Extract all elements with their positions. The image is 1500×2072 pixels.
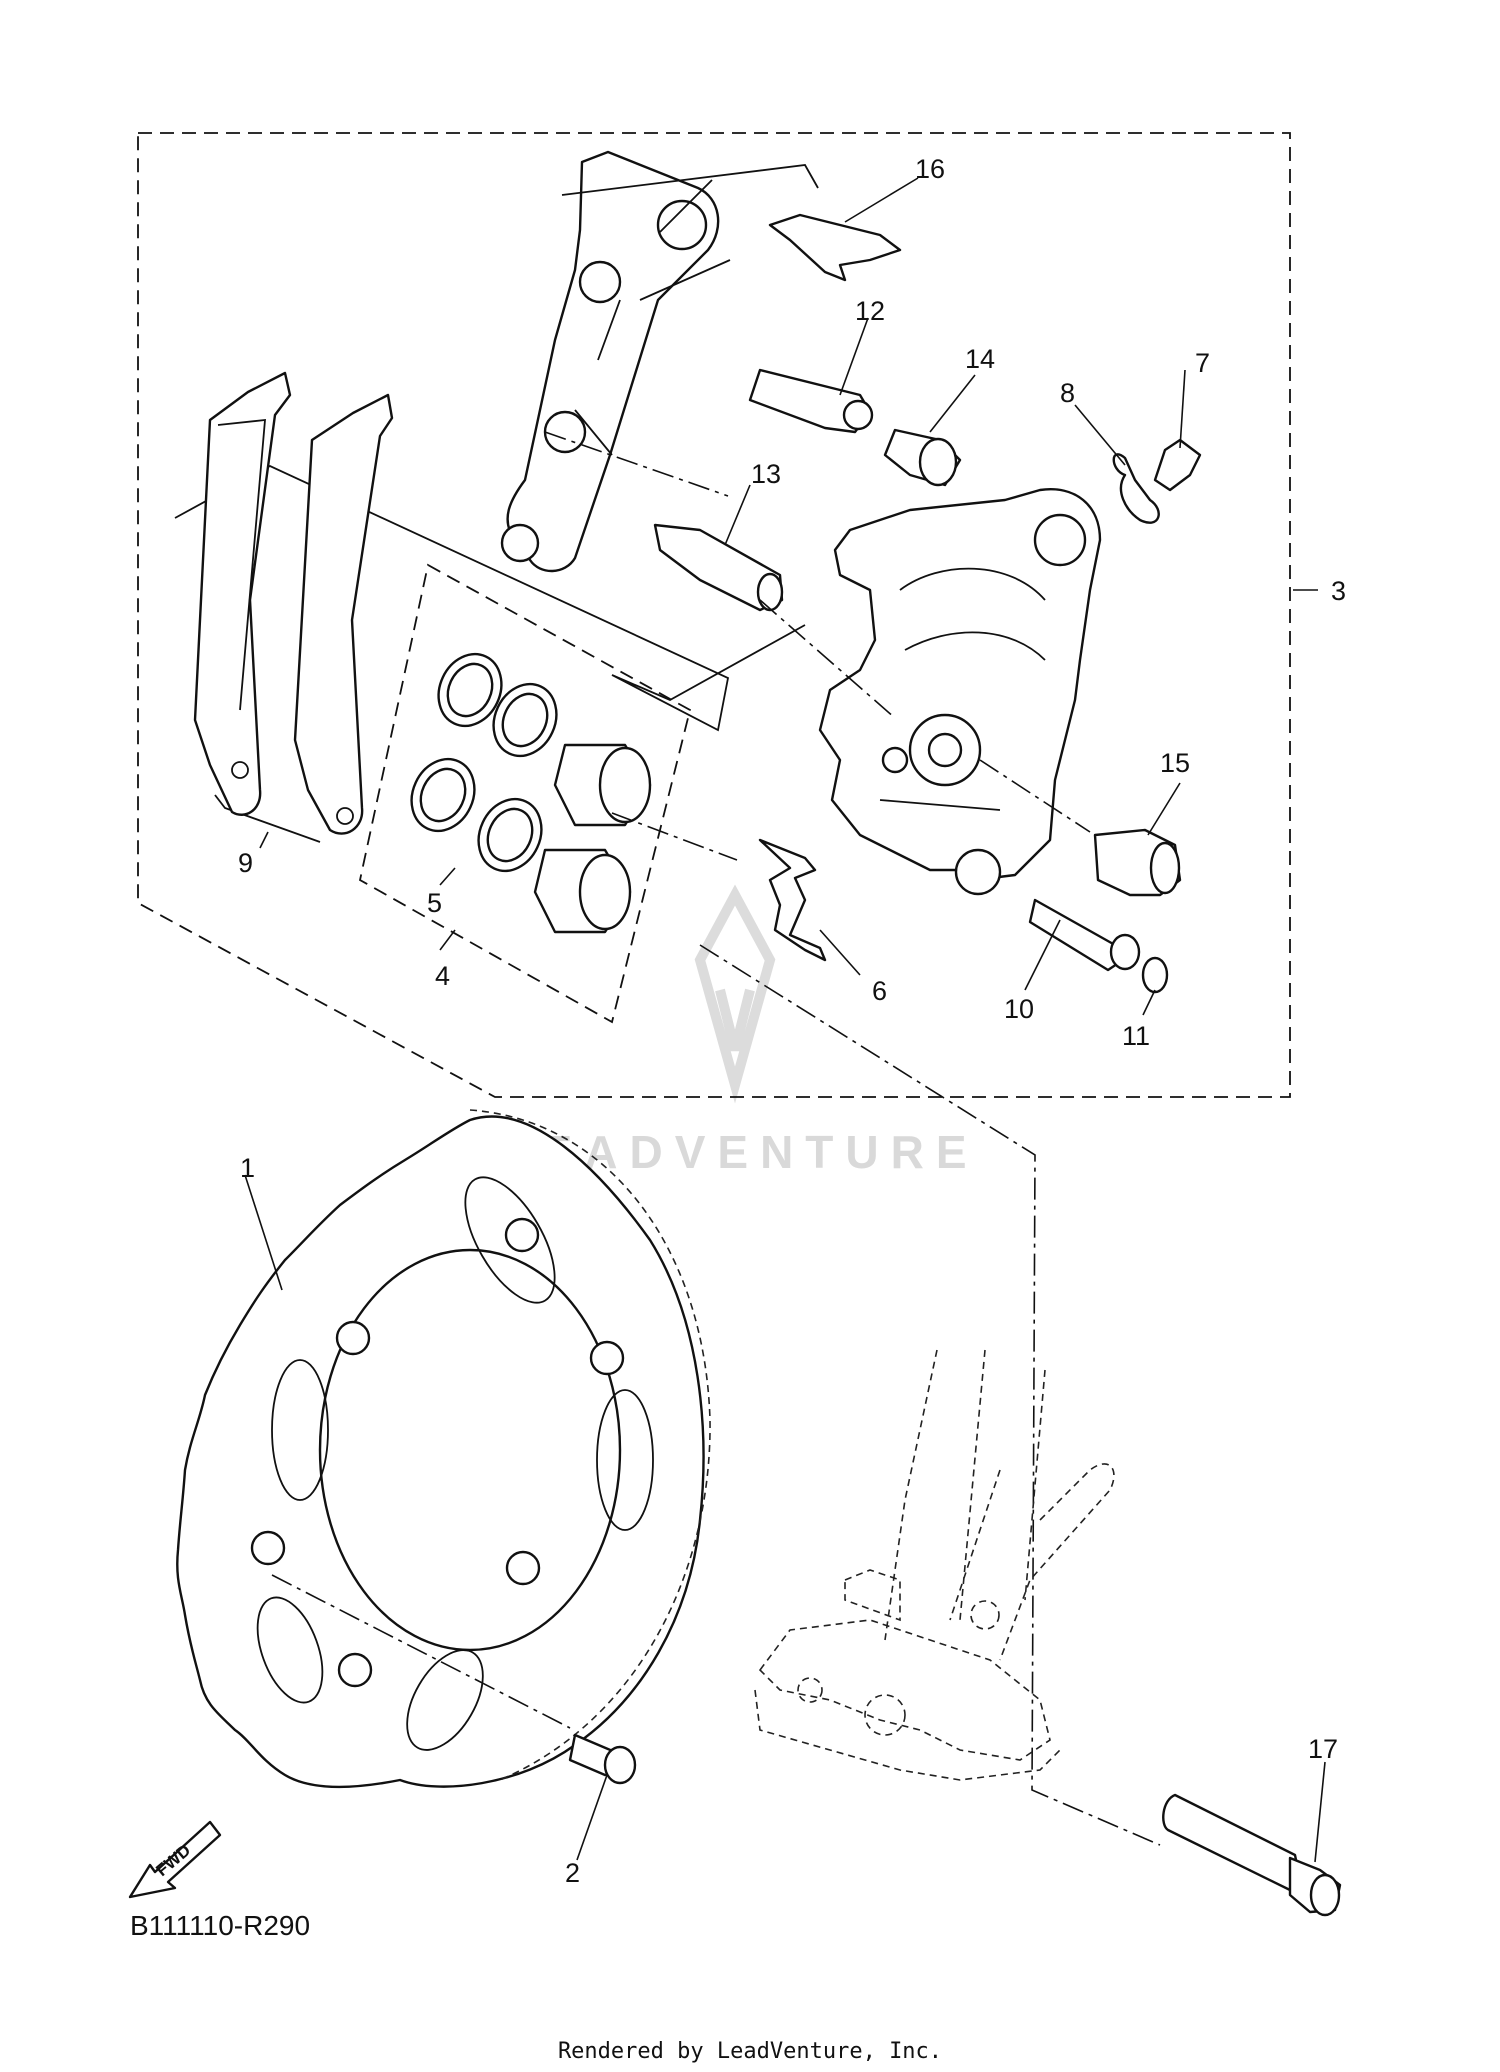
caliper-bracket bbox=[500, 150, 720, 573]
pad-spring bbox=[768, 213, 902, 282]
leader-lines bbox=[244, 177, 1326, 1863]
callout-labels: 1 2 3 4 5 6 7 8 9 10 11 12 13 14 15 16 1… bbox=[238, 154, 1346, 1888]
brake-disc bbox=[176, 1109, 711, 1789]
callout-11: 11 bbox=[1122, 1021, 1150, 1051]
disc-screw bbox=[568, 1733, 637, 1785]
pad-kit-frame bbox=[174, 464, 806, 843]
watermark-logo-icon bbox=[694, 884, 776, 1104]
pad-support-clip bbox=[758, 838, 827, 962]
callout-1: 1 bbox=[240, 1153, 255, 1183]
callout-6: 6 bbox=[872, 976, 887, 1006]
callout-17: 17 bbox=[1308, 1734, 1338, 1764]
watermark: LEADVENTURE bbox=[501, 884, 967, 1178]
diagram-code: B111110-R290 bbox=[130, 1910, 310, 1941]
callout-5: 5 bbox=[427, 888, 442, 918]
callout-16: 16 bbox=[915, 154, 945, 184]
caliper-body bbox=[818, 488, 1102, 896]
callout-4: 4 bbox=[435, 961, 450, 991]
piston-kit-boundary bbox=[358, 563, 692, 1024]
callout-3: 3 bbox=[1331, 576, 1346, 606]
nut bbox=[1141, 956, 1169, 994]
callout-15: 15 bbox=[1160, 748, 1190, 778]
caliper-assembly-boundary bbox=[137, 132, 1291, 1098]
bleed-screw bbox=[1153, 438, 1202, 492]
axle-bolt bbox=[1162, 1793, 1342, 1917]
front-fork-outline bbox=[754, 1349, 1115, 1781]
rubber-boot bbox=[883, 428, 962, 487]
pin-bolt bbox=[1093, 828, 1182, 897]
slide-pin bbox=[653, 523, 784, 612]
bleeder-cap bbox=[1112, 453, 1160, 524]
callout-8: 8 bbox=[1060, 378, 1075, 408]
pad-pin bbox=[748, 368, 874, 434]
callout-9: 9 bbox=[238, 848, 253, 878]
callout-7: 7 bbox=[1195, 348, 1210, 378]
callout-10: 10 bbox=[1004, 994, 1034, 1024]
callout-14: 14 bbox=[965, 344, 995, 374]
piston-seals bbox=[410, 652, 558, 873]
pistons bbox=[533, 743, 652, 934]
mounting-bolt bbox=[1028, 898, 1141, 972]
callout-13: 13 bbox=[751, 459, 781, 489]
footer-credit: Rendered by LeadVenture, Inc. bbox=[558, 2039, 942, 2064]
brake-pads bbox=[193, 371, 394, 835]
callout-12: 12 bbox=[855, 296, 885, 326]
forward-direction-arrow: FWD bbox=[128, 1820, 222, 1899]
callout-2: 2 bbox=[565, 1858, 580, 1888]
